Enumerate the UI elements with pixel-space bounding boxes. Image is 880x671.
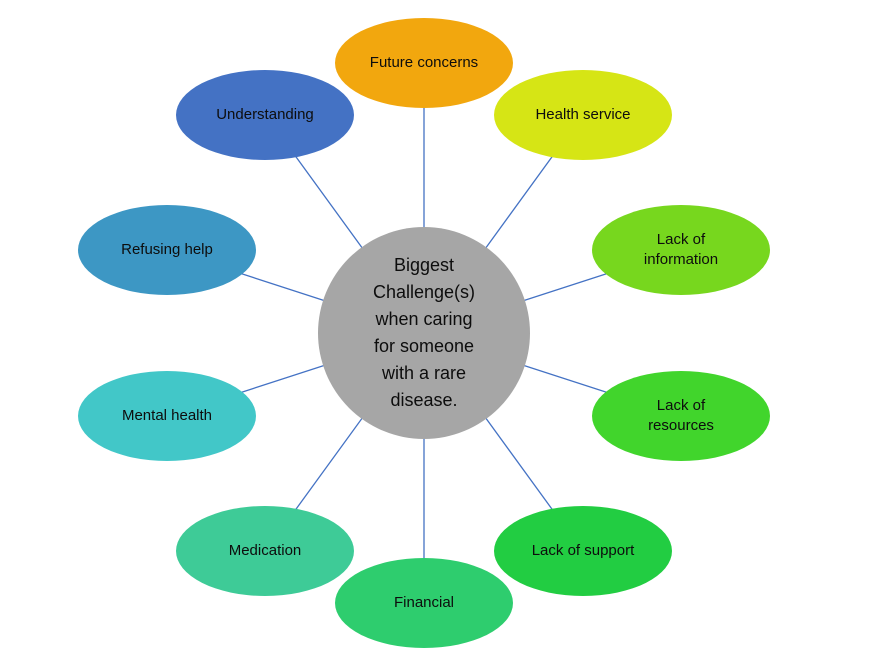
node-understanding: Understanding: [176, 70, 354, 160]
node-label-refusing-help: Refusing help: [121, 240, 213, 258]
node-medication: Medication: [176, 506, 354, 596]
node-lack-of-information: Lack of information: [592, 205, 770, 295]
node-mental-health: Mental health: [78, 371, 256, 461]
node-financial: Financial: [335, 558, 513, 648]
node-label-future-concerns: Future concerns: [369, 53, 479, 71]
node-refusing-help: Refusing help: [78, 205, 256, 295]
node-health-service: Health service: [494, 70, 672, 160]
node-label-understanding: Understanding: [216, 105, 314, 123]
node-label-lack-of-resources: Lack of resources: [648, 396, 714, 434]
node-lack-of-resources: Lack of resources: [592, 371, 770, 461]
node-lack-of-support: Lack of support: [494, 506, 672, 596]
node-label-financial: Financial: [393, 593, 455, 611]
node-label-lack-of-information: Lack of information: [643, 230, 719, 268]
node-label-health-service: Health service: [535, 105, 631, 123]
center-label: Biggest Challenge(s) when caring for som…: [372, 255, 476, 410]
node-label-medication: Medication: [228, 541, 302, 559]
center-circle: Biggest Challenge(s) when caring for som…: [318, 227, 530, 439]
node-future-concerns: Future concerns: [335, 18, 513, 108]
node-label-lack-of-support: Lack of support: [531, 541, 635, 559]
node-label-mental-health: Mental health: [121, 406, 213, 424]
